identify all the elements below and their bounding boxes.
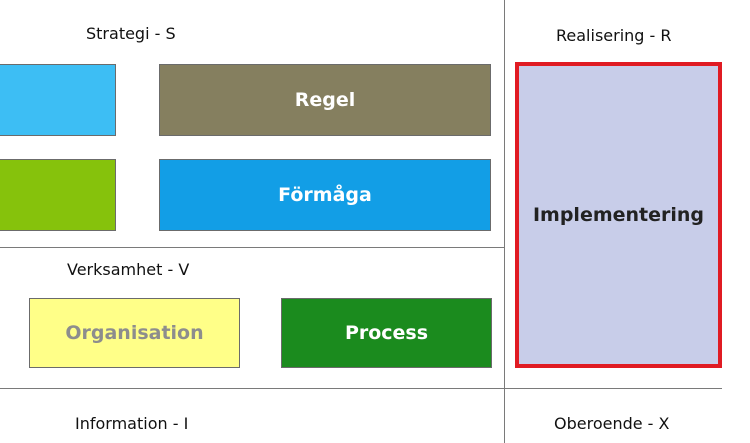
rule-box: Regel (159, 64, 491, 136)
implementation-box: Implementering (515, 62, 722, 368)
capability-label: Förmåga (278, 184, 372, 206)
independent-section-label: Oberoende - X (554, 414, 670, 433)
rule-label: Regel (294, 89, 356, 111)
capability-box: Förmåga (159, 159, 491, 231)
process-label: Process (344, 322, 429, 344)
process-box: Process (281, 298, 492, 368)
information-section-label: Information - I (75, 414, 189, 433)
information-divider (0, 388, 722, 389)
partial-cyan-box (0, 64, 116, 136)
implementation-label: Implementering (532, 204, 705, 226)
strategy-section-label: Strategi - S (86, 24, 176, 43)
realization-section-label: Realisering - R (556, 26, 672, 45)
vertical-divider (504, 0, 505, 443)
organisation-label: Organisation (65, 322, 204, 344)
partial-green-box (0, 159, 116, 231)
business-divider (0, 247, 505, 248)
business-section-label: Verksamhet - V (67, 260, 190, 279)
organisation-box: Organisation (29, 298, 240, 368)
